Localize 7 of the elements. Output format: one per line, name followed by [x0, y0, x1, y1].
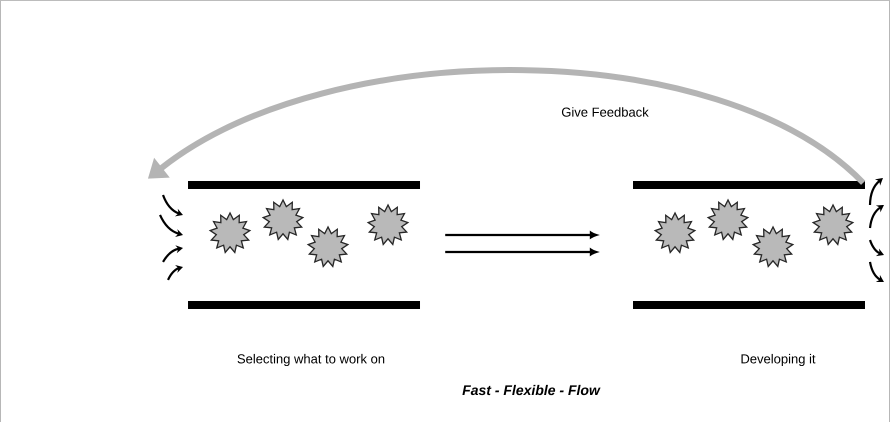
pipe-caption: Developing it: [742, 354, 816, 366]
pipe-drawing: [188, 180, 420, 309]
caption: Fast - Flexible - Flow: [462, 384, 601, 396]
arrow: [445, 231, 598, 256]
edge-label: Give Feedback: [562, 107, 649, 117]
pipe-drawing: [633, 180, 865, 309]
pipe-caption: Selecting what to work on: [238, 354, 384, 366]
